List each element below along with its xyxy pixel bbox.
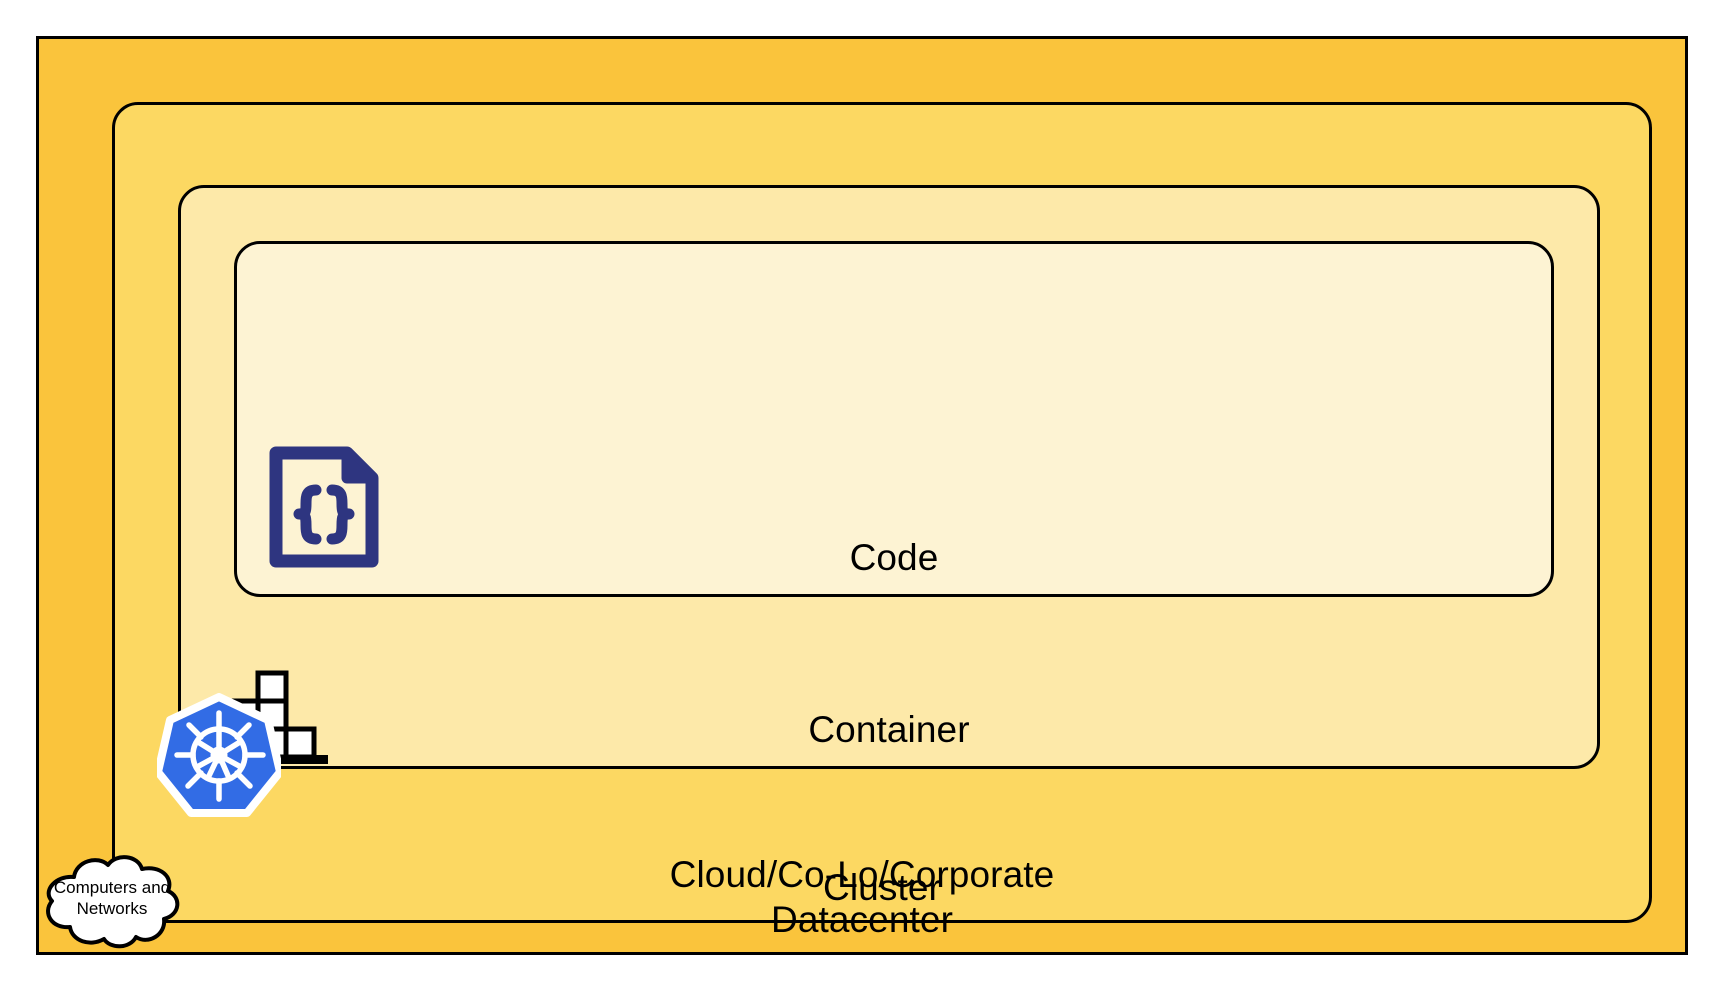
layer-label-datacenter: Cloud/Co-Lo/Corporate Datacenter xyxy=(669,853,1055,940)
json-code-file-icon xyxy=(265,442,383,572)
layer-label-container: Container xyxy=(808,708,970,750)
computers-networks-cloud[interactable]: Computers and Networks xyxy=(36,851,188,949)
kubernetes-helm-icon xyxy=(154,693,284,817)
layer-label-code: Code xyxy=(849,536,939,578)
layer-cluster[interactable]: Code xyxy=(112,102,1652,923)
layer-code[interactable]: Code xyxy=(234,241,1554,597)
layer-label-cluster: Cluster xyxy=(823,866,941,908)
layer-container[interactable]: Code xyxy=(178,185,1600,769)
cloud-shape-icon xyxy=(46,855,180,949)
layer-datacenter[interactable]: Code xyxy=(36,36,1688,955)
